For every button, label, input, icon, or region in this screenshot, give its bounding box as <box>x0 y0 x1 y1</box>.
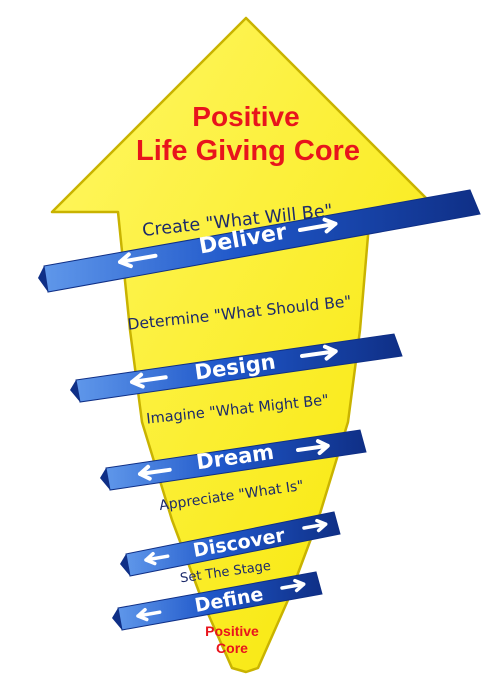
arrow-left-icon <box>136 607 162 622</box>
ribbon-design: Design <box>70 333 403 403</box>
arrow-left-icon <box>144 551 170 566</box>
arrow-right-icon <box>298 217 338 234</box>
arrow-right-icon <box>302 518 328 533</box>
core-title-line1: Positive <box>192 101 299 132</box>
arrow-left-icon <box>118 252 158 269</box>
arrow-left-icon <box>130 372 168 389</box>
arrow-left-icon <box>138 464 172 481</box>
positive-core-line1: Positive <box>205 623 259 639</box>
yellow-arrow-funnel <box>50 16 442 674</box>
ribbon-deliver: Deliver <box>38 189 481 293</box>
arrow-right-icon <box>300 344 338 361</box>
positive-core-line2: Core <box>216 640 248 656</box>
arrow-right-icon <box>280 578 306 593</box>
core-title-line2: Life Giving Core <box>136 135 360 167</box>
arrow-right-icon <box>296 439 330 456</box>
